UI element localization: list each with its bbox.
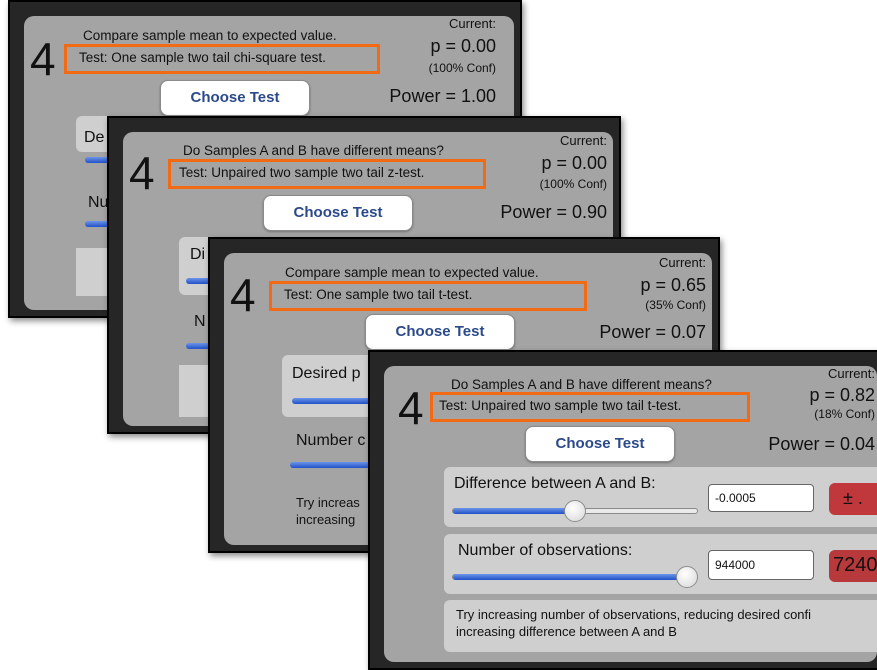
hint-box — [444, 600, 877, 652]
number-label: Nu — [88, 194, 109, 211]
difference-result: ± . — [829, 483, 877, 515]
p-value: p = 0.00 — [430, 36, 496, 56]
question-text: Compare sample mean to expected value. — [285, 265, 539, 280]
p-value: p = 0.65 — [640, 275, 706, 295]
choose-test-button[interactable]: Choose Test — [365, 314, 515, 350]
p-value: p = 0.82 — [809, 385, 875, 405]
test-name-highlight: Test: Unpaired two sample two tail t-tes… — [430, 392, 750, 422]
step-number: 4 — [230, 269, 256, 321]
observations-slider-knob[interactable] — [676, 566, 698, 588]
power-value: Power = 0.90 — [500, 202, 607, 222]
screenshot-panel-4: 4 Do Samples A and B have different mean… — [368, 350, 877, 670]
step-number: 4 — [129, 147, 155, 199]
number-slider-fill[interactable] — [290, 462, 370, 468]
desired-slider-fill[interactable] — [292, 398, 372, 404]
observations-label: Number of observations: — [458, 542, 633, 559]
number-label: Number c — [296, 432, 366, 449]
number-label: N — [194, 313, 206, 330]
difference-slider-fill[interactable] — [186, 278, 226, 284]
number-slider-fill[interactable] — [85, 221, 125, 227]
confidence-value: (100% Conf) — [539, 177, 607, 191]
hint-line-2: increasing difference between A and B — [456, 624, 677, 639]
test-name-highlight: Test: Unpaired two sample two tail z-tes… — [168, 159, 486, 189]
choose-test-button[interactable]: Choose Test — [160, 80, 310, 116]
step-number: 4 — [30, 33, 56, 85]
p-value: p = 0.00 — [541, 153, 607, 173]
number-slider-fill[interactable] — [186, 343, 216, 349]
hint-line-1: Try increasing number of observations, r… — [456, 607, 812, 622]
question-text: Compare sample mean to expected value. — [83, 28, 337, 43]
observations-input[interactable]: 944000 — [708, 550, 814, 580]
current-label: Current: — [659, 255, 706, 270]
question-text: Do Samples A and B have different means? — [183, 143, 444, 158]
test-name-highlight: Test: One sample two tail t-test. — [269, 281, 587, 311]
observations-slider[interactable] — [452, 574, 698, 580]
observations-slider-fill — [453, 574, 697, 580]
app-screen: 4 Do Samples A and B have different mean… — [384, 366, 877, 662]
test-name-highlight: Test: One sample two tail chi-square tes… — [64, 44, 380, 74]
power-value: Power = 1.00 — [389, 86, 496, 106]
choose-test-button[interactable]: Choose Test — [525, 426, 675, 462]
current-label: Current: — [449, 16, 496, 31]
step-number: 4 — [398, 382, 424, 434]
difference-label: Difference between A and B: — [454, 475, 656, 492]
observations-result: 7240 — [829, 550, 877, 582]
confidence-value: (18% Conf) — [814, 407, 875, 421]
hint-line-2: increasing — [296, 512, 356, 527]
hint-line-1: Try increas — [296, 495, 360, 510]
desired-slider-fill[interactable] — [85, 157, 125, 163]
difference-slider-fill — [453, 508, 575, 514]
current-label: Current: — [560, 133, 607, 148]
confidence-value: (100% Conf) — [428, 61, 496, 75]
desired-label: Desired p — [292, 365, 361, 382]
hint-text: Try increasing number of observations, r… — [456, 606, 811, 640]
confidence-value: (35% Conf) — [645, 298, 706, 312]
difference-label: Di — [190, 246, 206, 263]
power-value: Power = 0.07 — [599, 322, 706, 342]
desired-label: De — [84, 129, 105, 146]
current-label: Current: — [828, 366, 875, 381]
choose-test-button[interactable]: Choose Test — [263, 195, 413, 231]
question-text: Do Samples A and B have different means? — [451, 377, 712, 392]
hint-text: Try increas increasing — [296, 494, 360, 528]
difference-input[interactable]: -0.0005 — [708, 484, 814, 512]
difference-slider-knob[interactable] — [564, 500, 586, 522]
power-value: Power = 0.04 — [768, 434, 875, 454]
